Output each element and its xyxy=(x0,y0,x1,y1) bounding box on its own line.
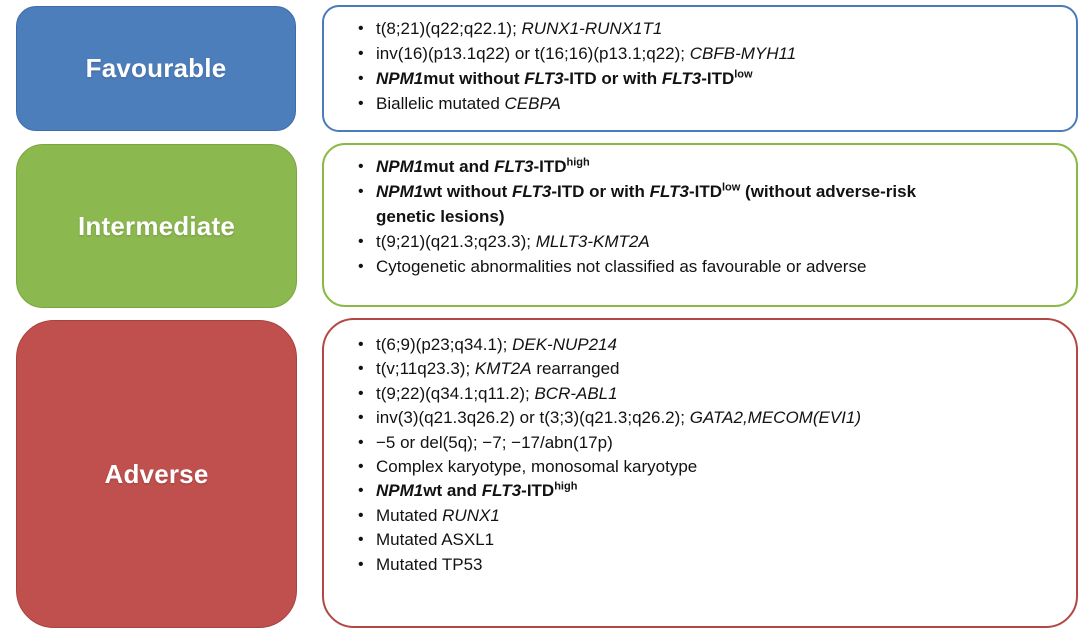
risk-item: • Mutated TP53 xyxy=(358,553,1062,577)
bullet-icon: • xyxy=(358,336,364,353)
category-label-text: Favourable xyxy=(85,53,227,83)
risk-item: • NPM1wt and FLT3-ITDhigh xyxy=(358,479,1062,503)
favourable-criteria-list: • t(8;21)(q22;q22.1); RUNX1-RUNX1T1 • inv(1… xyxy=(358,16,1062,116)
risk-item: • NPM1mut and FLT3-ITDhigh xyxy=(358,154,1062,179)
category-label-favourable: Favourable xyxy=(16,6,296,131)
risk-item: • t(8;21)(q22;q22.1); RUNX1-RUNX1T1 xyxy=(358,16,1062,41)
risk-item-text: t(v;11q23.3); KMT2A rearranged xyxy=(376,359,620,379)
risk-item-text: inv(16)(p13.1q22) or t(16;16)(p13.1;q22)… xyxy=(376,44,797,63)
bullet-icon: • xyxy=(358,482,364,500)
risk-item-text: t(9;22)(q34.1;q11.2); BCR-ABL1 xyxy=(376,383,618,403)
bullet-icon: • xyxy=(358,20,364,37)
risk-item: • −5 or del(5q); −7; −17/abn(17p) xyxy=(358,431,1062,455)
risk-item: • t(9;22)(q34.1;q11.2); BCR-ABL1 xyxy=(358,382,1062,406)
risk-item: • inv(16)(p13.1q22) or t(16;16)(p13.1;q22… xyxy=(358,41,1062,66)
bullet-icon: • xyxy=(358,95,364,112)
bullet-icon: • xyxy=(358,506,364,524)
risk-item-text: Mutated ASXL1 xyxy=(376,530,495,550)
risk-item: • Mutated ASXL1 xyxy=(358,528,1062,552)
adverse-criteria-box: • t(6;9)(p23;q34.1); DEK-NUP214 • t(v;11q23… xyxy=(322,318,1078,628)
risk-item: • t(v;11q23.3); KMT2A rearranged xyxy=(358,357,1062,381)
risk-item-text: Biallelic mutated CEBPA xyxy=(376,94,561,113)
bullet-icon: • xyxy=(358,458,364,476)
bullet-icon: • xyxy=(358,360,364,378)
risk-item: • t(6;9)(p23;q34.1); DEK-NUP214 xyxy=(358,333,1062,357)
category-label-text: Adverse xyxy=(104,458,209,489)
favourable-criteria-box: • t(8;21)(q22;q22.1); RUNX1-RUNX1T1 • inv(1… xyxy=(322,5,1078,132)
risk-item: • NPM1wt without FLT3-ITD or with FLT3-IT… xyxy=(358,179,1062,229)
bullet-icon: • xyxy=(358,183,364,200)
risk-item: • Complex karyotype, monosomal karyotype xyxy=(358,455,1062,479)
risk-item: • inv(3)(q21.3q26.2) or t(3;3)(q21.3;q26.… xyxy=(358,406,1062,430)
risk-item-text: Mutated TP53 xyxy=(376,554,483,574)
risk-item-text: Mutated RUNX1 xyxy=(376,505,500,525)
bullet-icon xyxy=(358,204,376,229)
risk-item: • t(9;21)(q21.3;q23.3); MLLT3-KMT2A xyxy=(358,229,1062,254)
risk-item-text: Complex karyotype, monosomal karyotype xyxy=(376,457,698,477)
risk-item: • Mutated RUNX1 xyxy=(358,504,1062,528)
intermediate-criteria-box: • NPM1mut and FLT3-ITDhigh • NPM1wt without… xyxy=(322,143,1078,307)
risk-item-text: t(8;21)(q22;q22.1); RUNX1-RUNX1T1 xyxy=(376,19,663,38)
bullet-icon: • xyxy=(358,433,364,451)
bullet-icon: • xyxy=(358,233,364,250)
bullet-icon: • xyxy=(358,258,364,275)
risk-item: • NPM1mut without FLT3-ITD or with FLT3-I… xyxy=(358,66,1062,91)
risk-item: • Biallelic mutated CEBPA xyxy=(358,91,1062,116)
risk-item-text: NPM1wt and FLT3-ITDhigh xyxy=(376,480,578,501)
bullet-icon: • xyxy=(358,45,364,62)
bullet-icon: • xyxy=(358,384,364,402)
adverse-criteria-list: • t(6;9)(p23;q34.1); DEK-NUP214 • t(v;11q23… xyxy=(358,333,1062,577)
risk-item-text: genetic lesions) xyxy=(376,207,505,226)
risk-item: • Cytogenetic abnormalities not classifie… xyxy=(358,254,1062,279)
risk-item-text: t(6;9)(p23;q34.1); DEK-NUP214 xyxy=(376,335,617,354)
bullet-icon: • xyxy=(358,531,364,549)
bullet-icon: • xyxy=(358,555,364,573)
risk-item-text: NPM1mut without FLT3-ITD or with FLT3-IT… xyxy=(376,68,753,88)
bullet-icon: • xyxy=(358,158,364,175)
risk-item-text: −5 or del(5q); −7; −17/abn(17p) xyxy=(376,432,613,452)
risk-item-text: inv(3)(q21.3q26.2) or t(3;3)(q21.3;q26.2… xyxy=(376,408,862,428)
category-label-intermediate: Intermediate xyxy=(16,144,297,308)
bullet-icon: • xyxy=(358,70,364,87)
risk-item-text: NPM1mut and FLT3-ITDhigh xyxy=(376,156,590,176)
category-label-text: Intermediate xyxy=(77,210,235,241)
risk-item-text: NPM1wt without FLT3-ITD or with FLT3-ITD… xyxy=(376,181,917,201)
risk-item-text: Cytogenetic abnormalities not classified… xyxy=(376,257,867,276)
intermediate-criteria-list: • NPM1mut and FLT3-ITDhigh • NPM1wt without… xyxy=(358,154,1062,279)
category-label-adverse: Adverse xyxy=(16,320,297,628)
risk-item-text: t(9;21)(q21.3;q23.3); MLLT3-KMT2A xyxy=(376,232,650,251)
bullet-icon: • xyxy=(358,409,364,427)
